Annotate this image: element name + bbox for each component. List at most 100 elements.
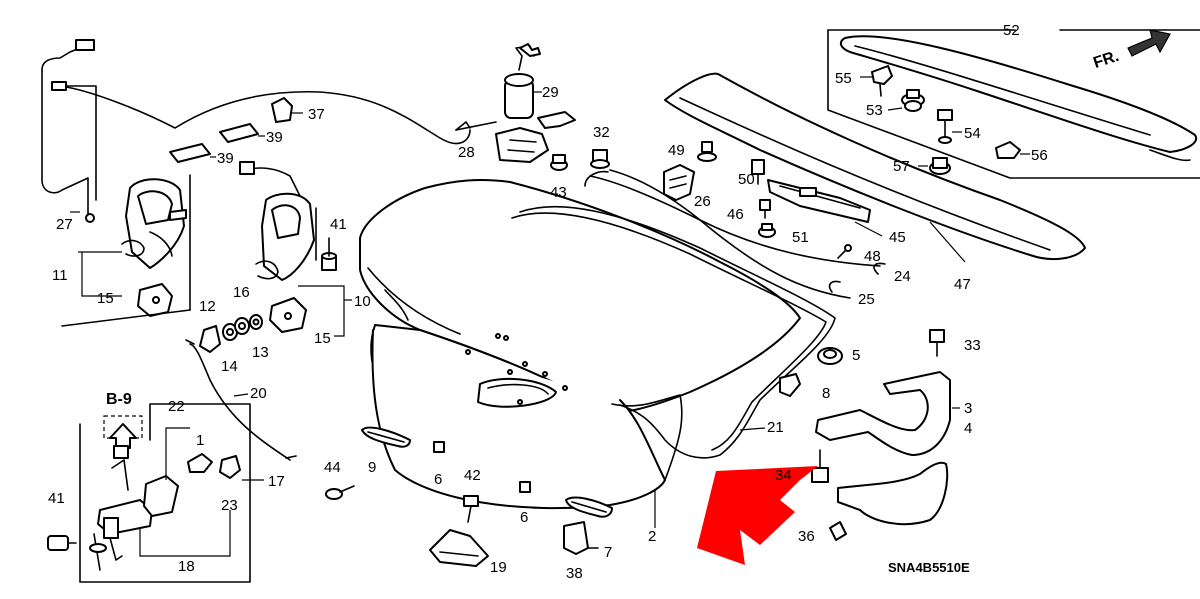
label-22: 22 [168, 398, 185, 415]
bolt-33 [929, 329, 945, 357]
label-25: 25 [858, 291, 875, 308]
bumper-6a [433, 441, 445, 453]
label-3: 3 [964, 400, 972, 417]
label-9: 9 [368, 459, 376, 476]
label-36: 36 [798, 528, 815, 545]
label-50: 50 [738, 171, 755, 188]
label-11: 11 [52, 267, 68, 284]
label-39a: 39 [266, 129, 283, 146]
label-20: 20 [250, 385, 267, 402]
cable-25 [609, 169, 851, 299]
bolt-41b [321, 237, 337, 271]
label-17: 17 [268, 473, 285, 490]
washer-16 [234, 317, 250, 335]
label-33: 33 [964, 337, 981, 354]
cylinder-29 [504, 43, 542, 119]
label-13: 13 [252, 344, 269, 361]
clip-48 [837, 244, 852, 259]
clip-46 [759, 199, 771, 219]
label-29: 29 [542, 84, 559, 101]
bolt-41a [47, 535, 77, 551]
label-28: 28 [458, 144, 475, 161]
clip-37 [271, 97, 303, 123]
clip-56 [995, 141, 1030, 159]
bracket-26 [663, 164, 695, 201]
washer-13 [249, 314, 263, 330]
label-38: 38 [566, 565, 583, 582]
clip-12 [199, 325, 221, 353]
label-51: 51 [792, 229, 809, 246]
label-8: 8 [822, 385, 830, 402]
grommet-50 [751, 159, 765, 185]
actuator-28 [455, 111, 576, 163]
bolt-34 [811, 449, 829, 483]
label-15a: 15 [97, 290, 114, 307]
pad-9 [361, 426, 411, 448]
grommet-53 [887, 89, 925, 112]
label-27: 27 [56, 216, 73, 233]
label-41a: 41 [48, 490, 65, 507]
label-14: 14 [221, 358, 238, 375]
label-4: 4 [964, 420, 972, 437]
label-10: 10 [354, 293, 371, 310]
label-55: 55 [835, 70, 852, 87]
label-52: 52 [1003, 22, 1020, 39]
bolt-8 [779, 373, 801, 397]
diagram-code: SNA4B5510E [888, 560, 970, 575]
label-48: 48 [864, 248, 881, 265]
cover-15b [269, 297, 307, 333]
latch-10 [239, 161, 352, 337]
label-2: 2 [648, 528, 656, 545]
bolt-32 [590, 149, 610, 169]
label-42: 42 [464, 467, 481, 484]
label-24: 24 [894, 268, 911, 285]
label-16: 16 [233, 284, 250, 301]
front-direction-indicator: FR. [1091, 29, 1171, 72]
bolt-43 [550, 154, 568, 171]
label-6a: 6 [434, 471, 442, 488]
label-6b: 6 [520, 509, 528, 526]
latch-piece-22 [143, 427, 190, 517]
clip-36 [829, 521, 847, 541]
pad-39b [169, 143, 216, 163]
highlight-arrow [697, 466, 818, 565]
label-21: 21 [767, 419, 784, 436]
label-53: 53 [866, 102, 883, 119]
pad-39a [219, 123, 265, 143]
inner-frame-line [61, 309, 191, 327]
label-32: 32 [593, 124, 610, 141]
bracket-19 [429, 529, 489, 567]
bolt-1 [187, 453, 213, 473]
label-37: 37 [308, 106, 325, 123]
label-15b: 15 [314, 330, 331, 347]
label-56: 56 [1031, 147, 1048, 164]
latch-11 [78, 178, 187, 297]
label-23: 23 [221, 497, 238, 514]
clip-23 [219, 455, 264, 481]
label-44: 44 [324, 459, 341, 476]
label-46: 46 [727, 206, 744, 223]
reference-b9-box [79, 403, 251, 583]
label-34: 34 [775, 467, 792, 484]
label-39b: 39 [217, 150, 234, 167]
bumper-6b [519, 481, 531, 493]
nut-57 [918, 157, 951, 175]
bolt-44 [325, 485, 355, 500]
label-12: 12 [199, 298, 216, 315]
pad-7 [565, 496, 613, 518]
clip-55 [860, 65, 893, 97]
spoiler-52 [839, 35, 1198, 162]
clip-38 [563, 521, 599, 555]
bolt-b9 [113, 445, 129, 459]
label-18: 18 [178, 558, 195, 575]
hinge-3-4 [815, 371, 960, 456]
ref-b9-label: B-9 [106, 391, 132, 408]
bolt-42 [463, 495, 479, 523]
label-49: 49 [668, 142, 685, 159]
label-45: 45 [889, 229, 906, 246]
grommet-51 [758, 223, 776, 238]
weatherstrip-21 [511, 205, 836, 459]
front-label: FR. [1091, 48, 1121, 72]
label-43: 43 [550, 184, 567, 201]
